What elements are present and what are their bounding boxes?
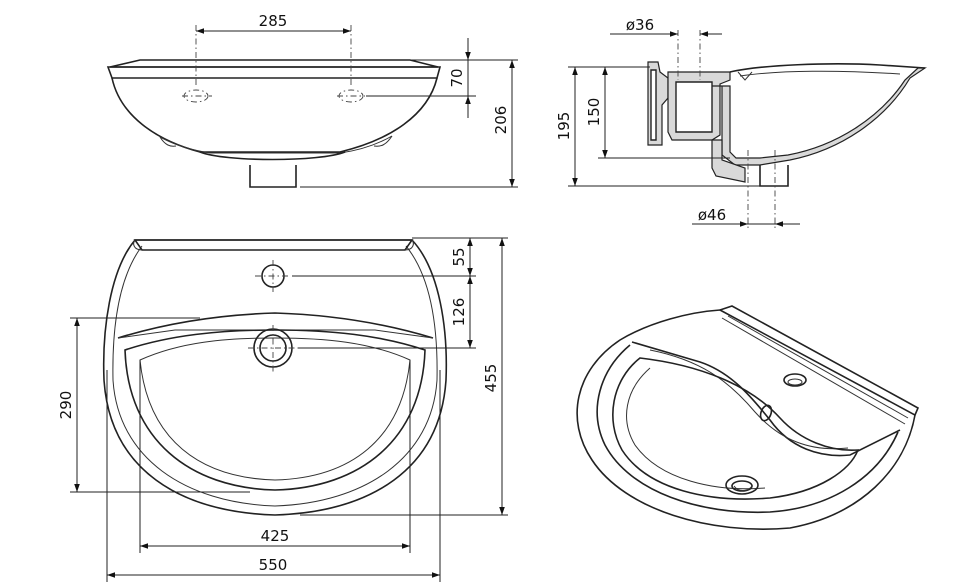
section-view-drain — [711, 139, 746, 183]
dim-195-label: 195 — [555, 112, 573, 141]
front-view-hole-left — [182, 89, 212, 103]
dim-126-label: 126 — [450, 298, 468, 327]
section-view-bowl-wall — [712, 67, 927, 166]
top-view: 55 126 455 290 425 550 — [57, 237, 508, 582]
front-view-hole-right — [337, 89, 365, 103]
dim-455-label: 455 — [482, 364, 500, 393]
dim-d46-label: ø46 — [698, 206, 726, 224]
dim-55-label: 55 — [450, 247, 468, 266]
dim-70-label: 70 — [448, 68, 466, 87]
top-view-drain-hole — [248, 325, 298, 372]
perspective-outer-shell — [576, 309, 916, 530]
section-view: ø36 195 150 ø46 — [555, 16, 927, 230]
perspective-tap-hole — [783, 373, 807, 387]
dim-150-label: 150 — [585, 98, 603, 127]
dim-206-label: 206 — [492, 106, 510, 135]
front-view-waste-outlet — [249, 165, 297, 188]
dim-550-label: 550 — [259, 556, 288, 574]
perspective-overflow-hole — [759, 404, 773, 422]
perspective-bowl — [612, 357, 860, 500]
front-view: 285 70 206 — [106, 12, 518, 188]
top-view-outer-shell — [102, 239, 448, 516]
top-view-tap-hole — [255, 260, 291, 292]
top-view-bowl — [124, 329, 426, 491]
dim-290-label: 290 — [57, 391, 75, 420]
front-view-bowl — [111, 77, 438, 153]
dim-425-label: 425 — [261, 527, 290, 545]
dim-285-label: 285 — [259, 12, 288, 30]
front-view-rim — [106, 66, 442, 79]
perspective-drain — [725, 475, 759, 495]
perspective-view — [576, 305, 920, 530]
dim-d36-label: ø36 — [626, 16, 654, 34]
